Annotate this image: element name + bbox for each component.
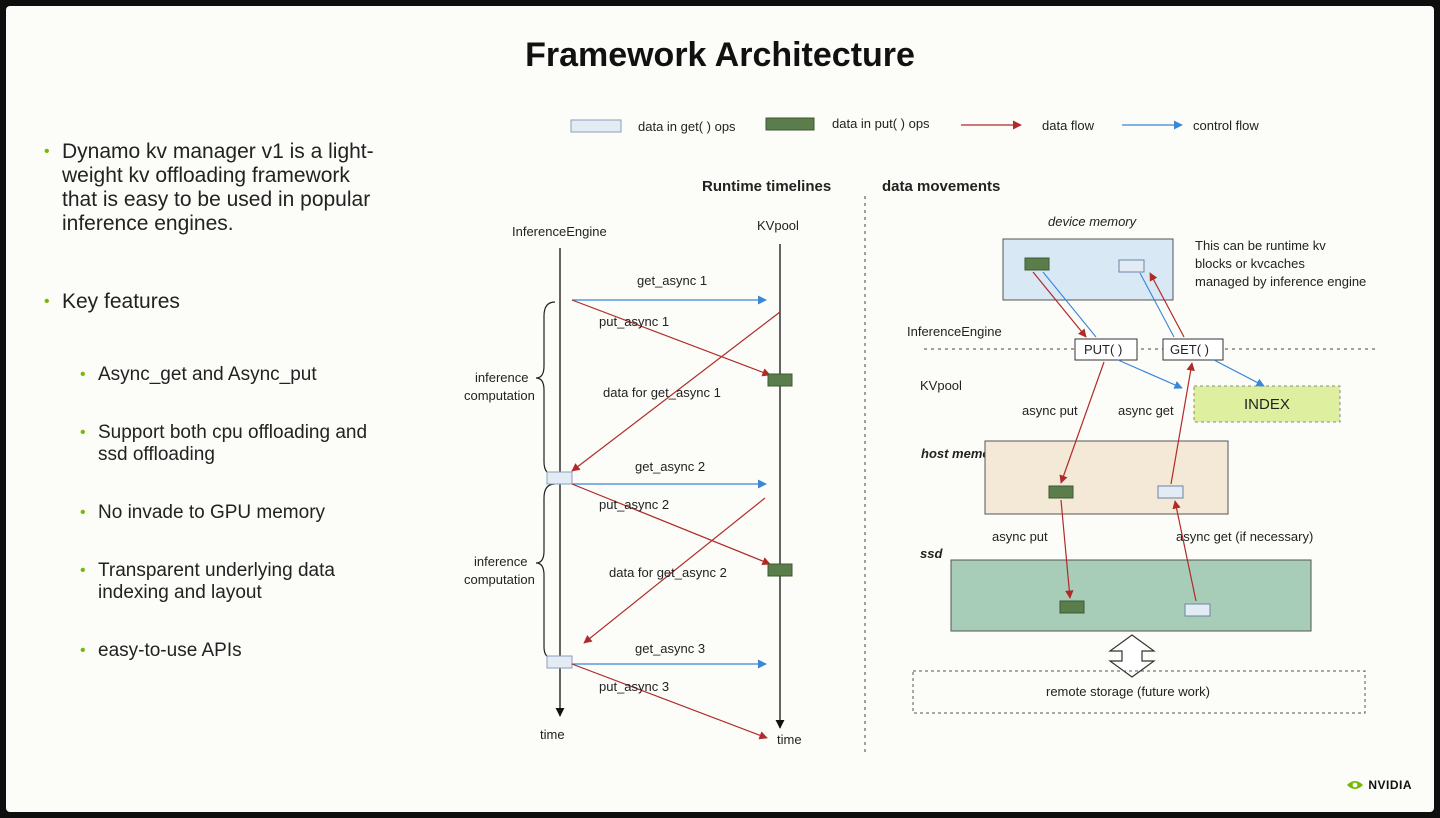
legend-control-flow-label: control flow	[1193, 118, 1259, 133]
async-get-label: async get	[1118, 403, 1174, 418]
async-put-ssd-label: async put	[992, 529, 1048, 544]
device-put-block	[1024, 257, 1050, 271]
slide: Framework Architecture • Dynamo kv manag…	[6, 6, 1434, 812]
legend-get-label: data in get( ) ops	[638, 119, 736, 134]
bullet-dot-icon: •	[44, 293, 50, 310]
bullet-dot-icon: •	[80, 642, 86, 659]
timeline-kvpool-label: KVpool	[757, 218, 799, 233]
get-to-device-arrow	[1149, 272, 1185, 338]
legend-put-swatch	[765, 117, 815, 131]
brace-2-computation: computation	[464, 572, 535, 587]
put-op-label: PUT( )	[1084, 342, 1122, 357]
remote-storage-label: remote storage (future work)	[1046, 684, 1210, 699]
device-memory-label: device memory	[1048, 214, 1138, 229]
device-note-line-2: blocks or kvcaches	[1195, 256, 1305, 271]
timeline-engine-label: InferenceEngine	[512, 224, 607, 239]
index-box	[1193, 385, 1341, 423]
bullet-dot-icon: •	[80, 504, 86, 521]
feature-no-gpu-invade: • No invade to GPU memory	[80, 502, 326, 523]
architecture-diagram: data in get( ) ops data in put( ) ops da…	[464, 116, 1376, 754]
nvidia-logo: NVIDIA	[1346, 778, 1412, 792]
put-op-box	[1074, 338, 1138, 361]
movement-engine-label: InferenceEngine	[907, 324, 1002, 339]
ssd-get-block	[1184, 603, 1211, 617]
put-async-3-label: put_async 3	[599, 679, 669, 694]
get-op-box	[1162, 338, 1224, 361]
host-to-ssd-arrow	[1060, 499, 1074, 599]
feature-async: • Async_get and Async_put	[80, 364, 317, 385]
data-movements: device memory This can be runtime kv blo…	[907, 214, 1376, 714]
async-put-label: async put	[1022, 403, 1078, 418]
index-label: INDEX	[1244, 396, 1290, 413]
put-async-1-label: put_async 1	[599, 314, 669, 329]
brace-1	[535, 301, 556, 476]
brace-1-inference: inference	[475, 370, 528, 385]
legend: data in get( ) ops data in put( ) ops da…	[570, 116, 1259, 134]
data-get-async-1-arrow	[571, 311, 781, 472]
put-block-2	[767, 563, 793, 577]
bullet-intro: • Dynamo kv manager v1 is a light- weigh…	[44, 140, 374, 235]
put-async-3-arrow	[571, 663, 768, 740]
put-to-index-arrow	[1117, 359, 1183, 389]
data-get-async-2-arrow	[583, 497, 766, 644]
host-put-block	[1048, 485, 1074, 499]
feature-transparent-indexing: • Transparent underlying data indexing a…	[80, 560, 335, 603]
bullet-key-features: • Key features	[44, 290, 180, 313]
feature-offloading: • Support both cpu offloading and ssd of…	[80, 422, 368, 465]
get-to-index-arrow	[1213, 359, 1265, 387]
put-block-1	[767, 373, 793, 387]
brace-2	[535, 483, 556, 660]
kvpool-time-label: time	[777, 732, 802, 747]
get-op-label: GET( )	[1170, 342, 1209, 357]
put-to-host-arrow	[1059, 361, 1105, 484]
get-async-1-label: get_async 1	[637, 273, 707, 288]
host-memory-label: host memory	[921, 446, 1003, 461]
async-get-ssd-label: async get (if necessary)	[1176, 529, 1313, 544]
device-get-block	[1118, 259, 1145, 273]
feature-easy-apis: • easy-to-use APIs	[80, 640, 242, 661]
put-async-2-label: put_async 2	[599, 497, 669, 512]
nvidia-eye-icon	[1347, 781, 1364, 789]
brace-2-inference: inference	[474, 554, 527, 569]
remote-storage-box	[912, 670, 1366, 714]
movement-header: data movements	[882, 178, 1000, 195]
device-note-line-1: This can be runtime kv	[1195, 238, 1326, 253]
engine-time-label: time	[540, 727, 565, 742]
timeline-header: Runtime timelines	[702, 178, 831, 195]
put-async-1-arrow	[571, 299, 771, 377]
data-get-async-2-label: data for get_async 2	[609, 565, 727, 580]
device-note-line-3: managed by inference engine	[1195, 274, 1366, 289]
get-async-3-label: get_async 3	[635, 641, 705, 656]
host-get-block	[1157, 485, 1184, 499]
ssd-box	[950, 559, 1312, 632]
legend-data-flow-label: data flow	[1042, 118, 1095, 133]
movement-kvpool-label: KVpool	[920, 378, 962, 393]
bullet-dot-icon: •	[80, 424, 86, 441]
legend-put-label: data in put( ) ops	[832, 116, 930, 131]
ssd-remote-double-arrow-icon	[1108, 634, 1156, 678]
bullet-dot-icon: •	[80, 366, 86, 383]
ssd-put-block	[1059, 600, 1085, 614]
device-to-put-arrow	[1032, 271, 1087, 338]
ssd-to-host-arrow	[1172, 500, 1197, 602]
put-async-2-arrow	[571, 483, 771, 566]
get-block-2	[546, 655, 573, 669]
runtime-timeline: InferenceEngine KVpool time time inferen…	[464, 218, 802, 747]
device-get-control-line	[1139, 272, 1175, 338]
legend-get-swatch	[570, 119, 622, 133]
ssd-label: ssd	[920, 546, 943, 561]
get-block-1	[546, 471, 573, 485]
page-title: Framework Architecture	[525, 36, 915, 74]
data-get-async-1-label: data for get_async 1	[603, 385, 721, 400]
device-put-control-line	[1042, 271, 1097, 338]
bullet-dot-icon: •	[44, 143, 50, 160]
bullet-dot-icon: •	[80, 562, 86, 579]
host-to-get-arrow	[1170, 362, 1195, 485]
brace-1-computation: computation	[464, 388, 535, 403]
get-async-2-label: get_async 2	[635, 459, 705, 474]
host-memory-box	[984, 440, 1229, 515]
